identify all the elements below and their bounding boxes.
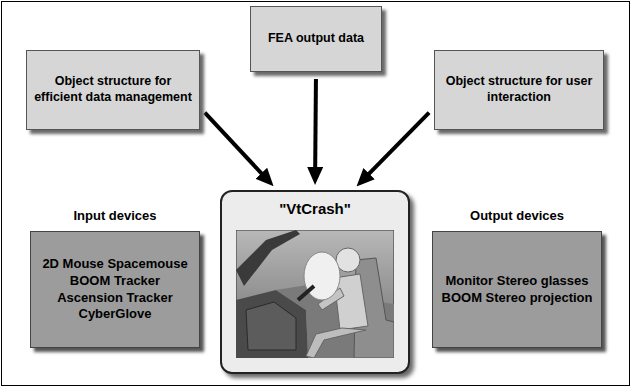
data-box: Object structure for efficient data mana… (26, 50, 200, 130)
device-list: Monitor Stereo glasses BOOM Stereo proje… (432, 231, 602, 348)
flow-arrow (205, 113, 266, 178)
data-box: FEA output data (250, 6, 382, 72)
device-group: Input devices 2D Mouse Spacemouse BOOM Tr… (30, 208, 200, 348)
app-title: "VtCrash" (222, 200, 408, 217)
flow-arrow (365, 113, 429, 178)
device-group: Output devicesMonitor Stereo glasses BOO… (432, 208, 602, 348)
application-box: "VtCrash" (220, 190, 410, 374)
box-label: Object structure for user interaction (441, 74, 597, 105)
group-heading: Output devices (432, 208, 602, 223)
group-heading: Input devices (30, 208, 200, 223)
box-label: Object structure for efficient data mana… (33, 74, 193, 105)
data-box: Object structure for user interaction (434, 50, 604, 130)
crash-illustration (236, 230, 394, 358)
device-list: 2D Mouse Spacemouse BOOM Tracker Ascensi… (30, 231, 200, 348)
box-label: FEA output data (268, 31, 364, 47)
flow-arrow (313, 79, 318, 173)
